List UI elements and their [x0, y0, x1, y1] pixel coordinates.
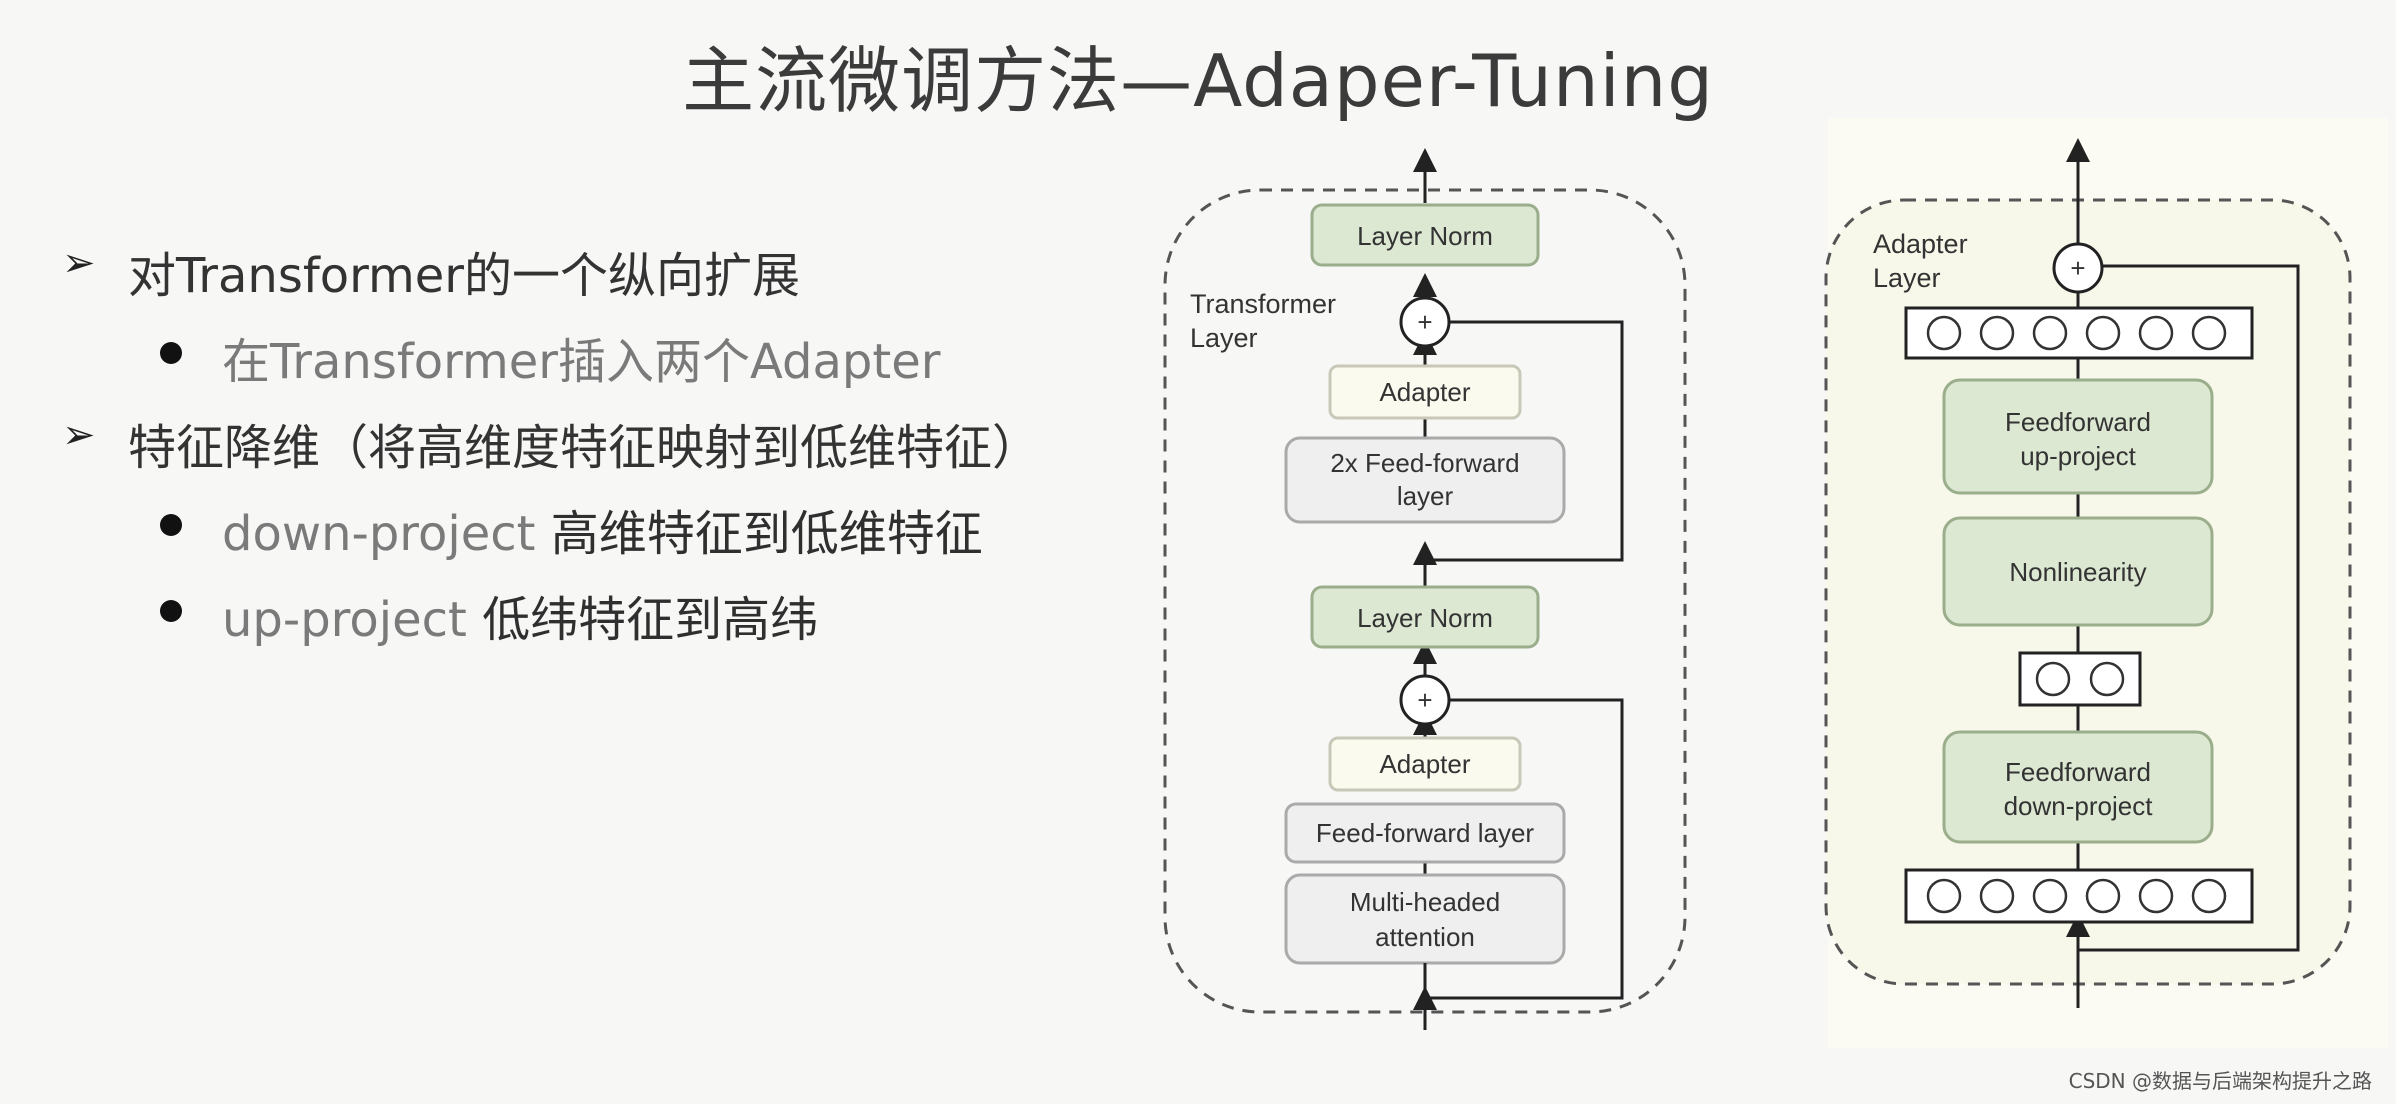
nonlinearity-box: [1942, 516, 2214, 627]
term-up-project: up-project: [222, 592, 467, 648]
neuron: [2032, 878, 2068, 914]
dot-bullet-icon: [160, 514, 182, 536]
dot-bullet-icon: [160, 342, 182, 364]
bullet-2-text: 特征降维（将高维度特征映射到低维特征）: [128, 420, 1041, 476]
output-neurons: [1926, 315, 2227, 351]
neuron: [2138, 878, 2174, 914]
adapter-plus-label: +: [2070, 253, 2085, 283]
neuron: [2035, 661, 2071, 697]
down-project-label-1: Feedforward: [2005, 757, 2151, 787]
neuron: [2138, 315, 2174, 351]
bullet-1-text: 对Transformer的一个纵向扩展: [128, 248, 801, 304]
arrow-bullet-icon: ➢: [62, 412, 96, 458]
layer-norm-mid-box: [1310, 585, 1540, 649]
adapter-plus-icon: [2052, 242, 2104, 294]
plus-bottom-label: +: [1417, 685, 1432, 715]
neuron: [1979, 315, 2015, 351]
adapter-top-box: [1328, 364, 1522, 420]
bullet-2-2-desc: 低纬特征到高纬: [466, 592, 819, 648]
term-down-project: down-project: [222, 506, 536, 562]
plus-top-label: +: [1417, 307, 1432, 337]
skip-connection-top: [1425, 320, 1624, 562]
up-project-label-1: Feedforward: [2005, 407, 2151, 437]
ffn-label: Feed-forward layer: [1316, 818, 1535, 848]
mha-label-1: Multi-headed: [1350, 887, 1500, 917]
neuron: [1926, 878, 1962, 914]
csdn-watermark: CSDN @数据与后端架构提升之路: [2068, 1069, 2372, 1093]
neuron: [2191, 878, 2227, 914]
bullet-2-1-desc: 高维特征到低维特征: [535, 506, 983, 562]
adapter-skip-connection: [2078, 264, 2300, 952]
adapter-layer-label-2: Layer: [1873, 263, 1941, 293]
up-project-label-2: up-project: [2020, 441, 2136, 471]
neuron: [2032, 315, 2068, 351]
layer-norm-mid-label: Layer Norm: [1357, 603, 1493, 633]
neuron: [1926, 315, 1962, 351]
mha-label-2: attention: [1375, 922, 1475, 952]
ffn-2x-box: [1284, 436, 1566, 524]
input-neurons: [1926, 878, 2227, 914]
plus-top-icon: [1399, 296, 1451, 348]
bullet-2-1-text: down-project 高维特征到低维特征: [222, 494, 983, 564]
page-title: 主流微调方法—Adaper-Tuning: [682, 39, 1714, 123]
neuron: [1979, 878, 2015, 914]
neuron: [2089, 661, 2125, 697]
ffn-box: [1284, 802, 1566, 864]
down-project-box: [1942, 730, 2214, 844]
bullet-1-1-text: 在Transformer插入两个Adapter: [222, 334, 941, 390]
layer-norm-top-label: Layer Norm: [1357, 221, 1493, 251]
arrow-bullet-icon: ➢: [62, 240, 96, 286]
adapter-top-label: Adapter: [1379, 377, 1470, 407]
down-project-label-2: down-project: [2004, 791, 2154, 821]
bullet-2-2-text: up-project 低纬特征到高纬: [222, 580, 818, 650]
ffn-2x-label-2: layer: [1397, 481, 1454, 511]
nonlinearity-label: Nonlinearity: [2009, 557, 2146, 587]
up-project-box: [1942, 378, 2214, 495]
transformer-layer-label-2: Layer: [1190, 323, 1258, 353]
adapter-layer-diagram: Adapter Layer + Feedforward up-project: [1824, 118, 2388, 1048]
neuron: [2085, 878, 2121, 914]
ffn-2x-label-1: 2x Feed-forward: [1330, 448, 1519, 478]
skip-connection-bottom: [1425, 698, 1624, 1000]
adapter-layer-label-1: Adapter: [1873, 229, 1968, 259]
layer-norm-top-box: [1310, 203, 1540, 267]
neuron: [2191, 315, 2227, 351]
plus-bottom-icon: [1399, 674, 1451, 726]
transformer-layer-diagram: Transformer Layer Layer Norm + Adapter 2…: [1163, 148, 1687, 1030]
adapter-bottom-box: [1328, 736, 1522, 792]
adapter-bottom-label: Adapter: [1379, 749, 1470, 779]
neuron: [2085, 315, 2121, 351]
dot-bullet-icon: [160, 600, 182, 622]
transformer-layer-label-1: Transformer: [1190, 289, 1336, 319]
